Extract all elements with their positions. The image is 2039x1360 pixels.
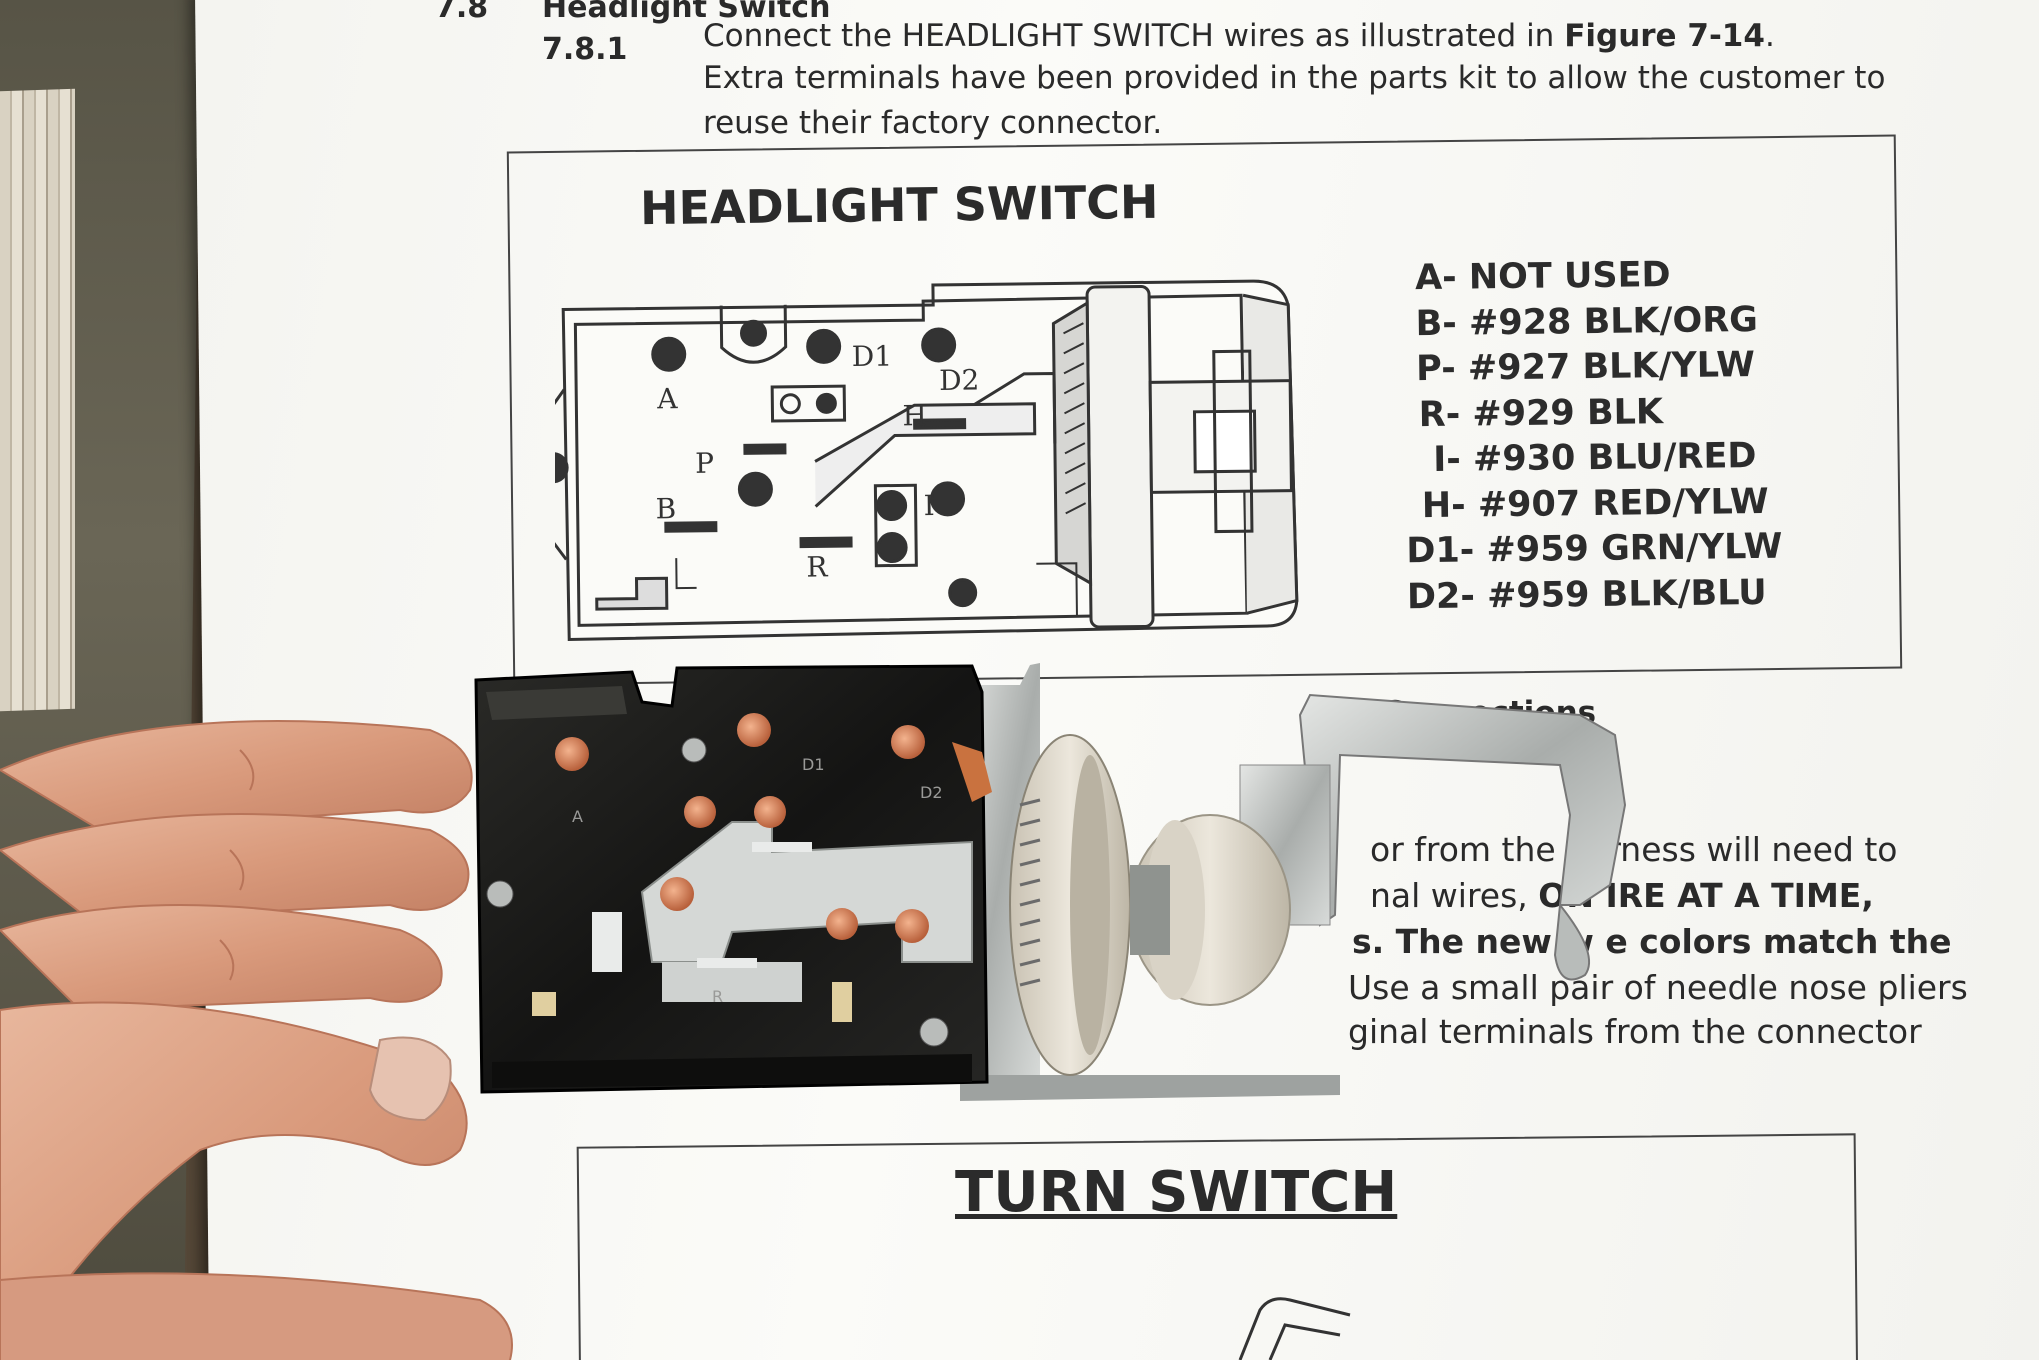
legend-item: A- NOT USED [1414, 255, 1671, 299]
wire-color-legend: A- NOT USED B- #928 BLK/ORG P- #927 BLK/… [1403, 252, 1783, 621]
step-text-1-pre: Connect the HEADLIGHT SWITCH wires as il… [703, 18, 1565, 54]
section-title: Headlight Switch [542, 0, 831, 25]
headlight-figure-title: HEADLIGHT SWITCH [639, 174, 1159, 236]
switch-bracket-and-knob [960, 663, 1627, 1101]
body-text-line-4: Use a small pair of needle nose pliers [1348, 968, 1968, 1007]
part-pin-label-r: R [712, 987, 723, 1006]
legend-item: D1- #959 GRN/YLW [1406, 526, 1783, 572]
legend-item: H- #907 RED/YLW [1421, 481, 1769, 526]
step-text-line-3: reuse their factory connector. [703, 105, 1163, 141]
step-text-line-1: Connect the HEADLIGHT SWITCH wires as il… [703, 18, 1775, 54]
legend-item: P- #927 BLK/YLW [1415, 345, 1756, 390]
diagram-pin-label-b: B [655, 492, 676, 525]
diagram-pin-label-d1: D1 [852, 340, 893, 373]
diagram-pin-label-d2: D2 [939, 363, 980, 396]
diagram-pin-label-p: P [695, 447, 714, 480]
headlight-switch-part: A D1 D2 R [474, 664, 992, 1094]
hand [0, 720, 513, 1360]
legend-item: D2- #959 BLK/BLU [1406, 572, 1767, 617]
turn-switch-title: TURN SWITCH [955, 1160, 1398, 1225]
diagram-pin-label-h: H [902, 399, 927, 432]
body-text-2-pre: nal wires, [1370, 876, 1539, 915]
section-number: 7.8 [435, 0, 489, 25]
paper-stack-edge [0, 88, 75, 712]
part-pin-label-d2: D2 [920, 783, 943, 802]
body-text-line-5: ginal terminals from the connector [1348, 1012, 1922, 1051]
body-text-line-1: or from the harness will need to [1370, 830, 1898, 869]
part-pin-label-d1: D1 [802, 755, 825, 774]
headlight-switch-diagram: A D1 D2 H P B R I [555, 279, 1299, 642]
step-text-line-2: Extra terminals have been provided in th… [703, 60, 1886, 96]
body-text-line-3: s. The new w e colors match the [1352, 922, 1952, 961]
step-text-1-end: . [1764, 18, 1775, 54]
part-pin-label-a: A [572, 807, 583, 826]
legend-item: R- #929 BLK [1418, 391, 1664, 435]
diagram-pin-label-r: R [806, 550, 828, 583]
diagram-pin-label-i: I [923, 489, 934, 522]
diagram-pin-label-a: A [656, 382, 678, 415]
legend-item: B- #928 BLK/ORG [1415, 299, 1759, 344]
figure-reference: Figure 7-14 [1564, 18, 1765, 54]
legend-item: I- #930 BLU/RED [1433, 436, 1757, 480]
step-number: 7.8.1 [542, 32, 628, 67]
turn-switch-diagram-fragment [1238, 1297, 1351, 1360]
